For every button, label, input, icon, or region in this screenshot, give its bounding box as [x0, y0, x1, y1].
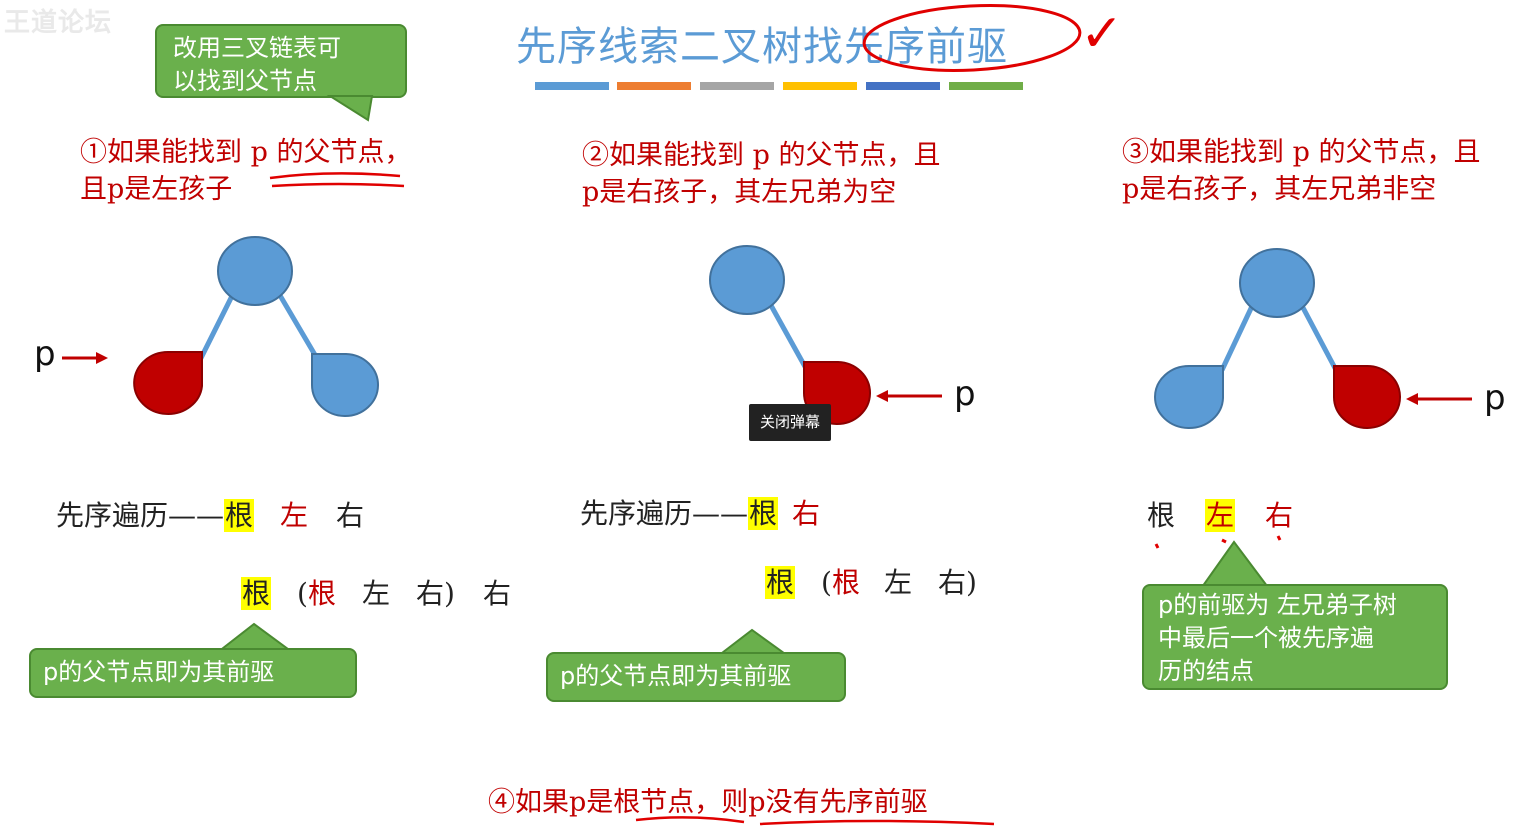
case1-trav-label: 先序遍历—— — [56, 499, 225, 532]
case2-edge-right — [765, 298, 811, 374]
case2-trav-label: 先序遍历—— — [580, 497, 749, 530]
case1-right-node — [311, 353, 379, 417]
case1-callout: p的父节点即为其前驱 — [29, 648, 357, 698]
case1-edge-right — [275, 290, 321, 362]
case2-callout: p的父节点即为其前驱 — [546, 652, 846, 702]
case3-callout-pointer — [1198, 540, 1272, 591]
case3-description: ③如果能找到 p 的父节点，且 p是右孩子，其左兄弟非空 — [1122, 134, 1480, 208]
case2-open-paren: ( — [821, 566, 832, 599]
case1-sub-root: 根 — [307, 577, 336, 610]
case4-description: ④如果p是根节点，则p没有先序前驱 — [488, 787, 928, 818]
case1-sub-left: 左 — [361, 577, 390, 610]
case2-description: ②如果能找到 p 的父节点，且 p是右孩子，其左兄弟为空 — [582, 137, 940, 211]
color-bar-segment-5 — [866, 82, 940, 90]
case3-trav-root: 根 — [1147, 499, 1176, 532]
case2-p-label: p — [954, 374, 976, 414]
case2-close-paren: ) — [966, 566, 977, 599]
case1-trav-right: 右 — [336, 499, 365, 532]
case2-sub-root: 根 — [831, 566, 860, 599]
case1-trav2-root: 根 — [241, 577, 272, 610]
close-danmaku-button[interactable]: 关闭弹幕 — [749, 404, 831, 441]
case1-trav-root: 根 — [224, 499, 255, 532]
case2-sub-left: 左 — [883, 566, 912, 599]
top-note-line1: 改用三叉链表可 — [173, 34, 341, 62]
case3-trav-right: 右 — [1265, 499, 1294, 532]
case2-tree — [709, 245, 942, 425]
case1-edge-left — [197, 290, 237, 362]
case2-traversal-expanded: 根(根左右) — [765, 561, 977, 601]
case2-line2: p是右孩子，其左兄弟为空 — [582, 177, 897, 208]
case2-trav-root: 根 — [748, 497, 779, 530]
case3-p-label: p — [1484, 378, 1506, 418]
case1-underline-annotation — [269, 172, 405, 188]
case3-line1: ③如果能找到 p 的父节点，且 — [1122, 137, 1481, 168]
top-note-callout: 改用三叉链表可 以找到父节点 — [155, 24, 407, 98]
case1-p-node — [133, 351, 203, 415]
case3-callout-line2: 中最后一个被先序遍 — [1158, 624, 1374, 652]
case1-root-node — [217, 236, 293, 306]
color-bar-segment-2 — [617, 82, 691, 90]
top-note-pointer — [326, 95, 374, 122]
case3-traversal: 根左右 — [1147, 494, 1293, 534]
case2-arrow-head — [876, 390, 888, 402]
case2-root-node — [709, 245, 785, 315]
case1-trav-left: 左 — [280, 499, 309, 532]
top-note-line2: 以找到父节点 — [173, 67, 317, 95]
case1-line1: ①如果能找到 p 的父节点， — [80, 137, 412, 168]
case2-line1: ②如果能找到 p 的父节点，且 — [582, 140, 941, 171]
case3-arrow-head — [1406, 393, 1418, 405]
check-mark-icon: ✓ — [1080, 4, 1124, 64]
case2-traversal: 先序遍历——根右 — [580, 492, 820, 532]
color-bar-segment-6 — [949, 82, 1023, 90]
case1-traversal: 先序遍历——根左右 — [56, 494, 364, 534]
case1-traversal-expanded: 根(根左右)右 — [241, 572, 511, 612]
case3-edge-right — [1297, 300, 1339, 372]
slide-title: 先序线索二叉树找先序前驱 — [516, 24, 1008, 70]
case1-sub-right: 右 — [415, 577, 444, 610]
case3-dots-annotation — [1154, 535, 1282, 549]
case3-line2: p是右孩子，其左兄弟非空 — [1122, 174, 1437, 205]
case3-left-sibling-node — [1154, 365, 1224, 429]
watermark: 王道论坛 — [4, 8, 113, 38]
case1-p-label: p — [34, 334, 56, 374]
case2-sub-right: 右 — [937, 566, 966, 599]
case4-underline-annotation — [635, 816, 995, 826]
case3-root-node — [1239, 248, 1315, 318]
case1-close-paren: ) — [444, 577, 455, 610]
color-bar-segment-3 — [700, 82, 774, 90]
case1-open-paren: ( — [297, 577, 308, 610]
case2-trav-right: 右 — [792, 497, 821, 530]
case1-line2: 且p是左孩子 — [80, 174, 233, 205]
case1-trav2-right: 右 — [482, 577, 511, 610]
title-circle-annotation — [862, 4, 1082, 72]
case2-trav2-root: 根 — [765, 566, 796, 599]
color-bar — [535, 82, 1035, 92]
case3-edge-left — [1219, 300, 1257, 372]
case1-description: ①如果能找到 p 的父节点， 且p是左孩子 — [80, 134, 411, 208]
case3-p-node — [1333, 364, 1401, 429]
color-bar-segment-1 — [535, 82, 609, 90]
case3-trav-left: 左 — [1205, 499, 1236, 532]
case3-tree — [1154, 248, 1472, 429]
color-bar-segment-4 — [783, 82, 857, 90]
case1-tree — [62, 236, 379, 417]
case3-callout-line3: 历的结点 — [1158, 657, 1254, 685]
case3-callout: p的前驱为 左兄弟子树 中最后一个被先序遍 历的结点 — [1142, 584, 1448, 690]
case3-callout-line1: p的前驱为 左兄弟子树 — [1158, 591, 1397, 619]
case1-arrow-head — [96, 352, 108, 364]
